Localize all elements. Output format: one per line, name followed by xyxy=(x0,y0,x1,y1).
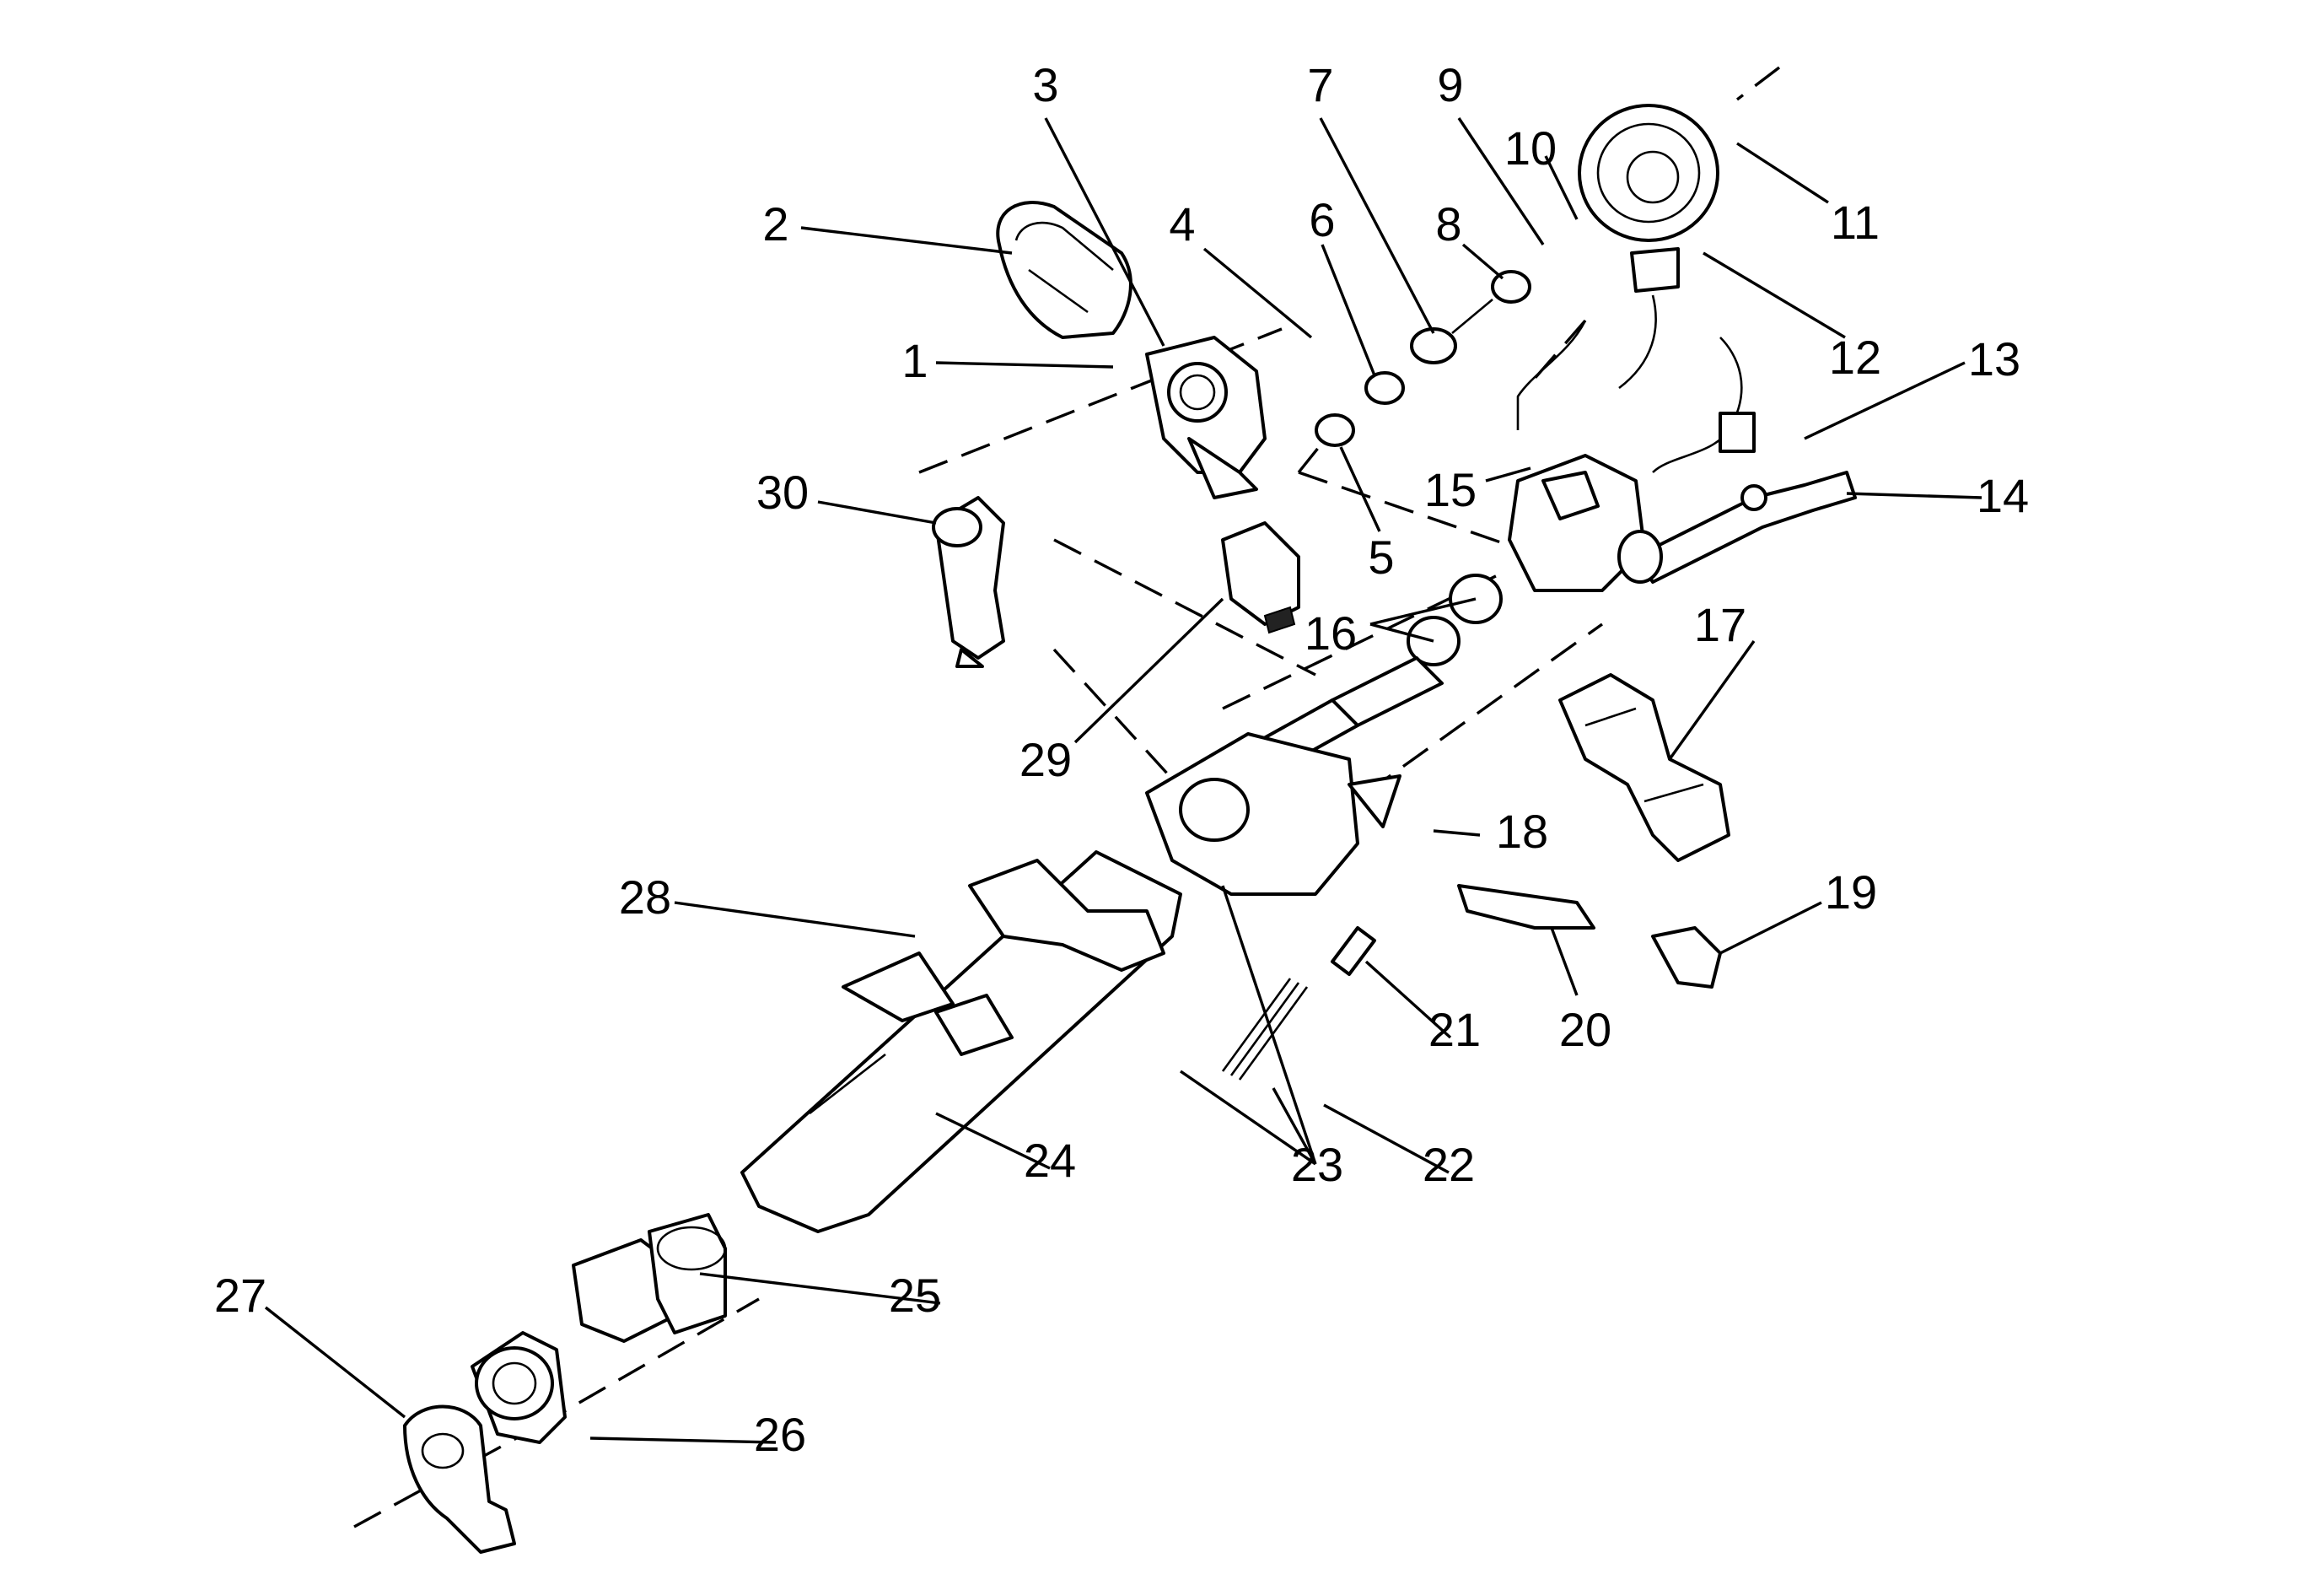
callout-15: 15 xyxy=(1424,463,1477,516)
callout-24: 24 xyxy=(1024,1134,1076,1187)
callout-30: 30 xyxy=(756,466,809,519)
leader-lines xyxy=(264,117,1982,1444)
callout-8: 8 xyxy=(1435,197,1461,251)
callout-4: 4 xyxy=(1169,197,1195,251)
callout-9: 9 xyxy=(1437,58,1463,111)
part-3-lock-housing xyxy=(1145,336,1267,499)
part-27-plate xyxy=(403,1404,516,1554)
part-26-ring xyxy=(471,1331,567,1444)
callout-labels: 1 2 3 4 5 6 7 8 9 10 11 12 13 14 15 16 1… xyxy=(214,58,2029,1461)
callout-6: 6 xyxy=(1309,193,1335,246)
part-21-23-spring xyxy=(1221,926,1376,1081)
callout-14: 14 xyxy=(1977,469,2029,522)
callout-7: 7 xyxy=(1307,58,1333,111)
callout-19: 19 xyxy=(1825,865,1877,919)
callout-28: 28 xyxy=(619,871,671,924)
callout-29: 29 xyxy=(1019,733,1072,786)
callout-23: 23 xyxy=(1291,1138,1343,1191)
part-24-column-jacket xyxy=(740,850,1182,1233)
part-17-bracket xyxy=(1558,673,1730,862)
callout-10: 10 xyxy=(1504,121,1557,175)
part-12-coil-assembly xyxy=(1516,104,1719,430)
callout-25: 25 xyxy=(889,1269,941,1322)
part-15-switch-assembly xyxy=(1508,454,1663,592)
part-25-boot xyxy=(572,1213,727,1343)
callout-2: 2 xyxy=(762,197,788,251)
callout-12: 12 xyxy=(1829,331,1881,384)
part-13-wire-harness xyxy=(1652,337,1756,473)
callout-3: 3 xyxy=(1032,58,1058,111)
part-column-housing xyxy=(1145,732,1401,896)
callout-27: 27 xyxy=(214,1269,266,1322)
part-column-shaft xyxy=(1255,656,1444,769)
callout-11: 11 xyxy=(1831,196,1880,249)
part-5-6-7-8-bearings xyxy=(1315,270,1531,447)
callout-1: 1 xyxy=(901,334,928,387)
part-19-20-lever xyxy=(1457,884,1722,989)
callout-22: 22 xyxy=(1423,1138,1475,1191)
callout-16: 16 xyxy=(1305,606,1357,660)
callout-21: 21 xyxy=(1428,1003,1481,1056)
part-16-washers xyxy=(1407,574,1503,666)
callout-18: 18 xyxy=(1496,805,1548,858)
callout-20: 20 xyxy=(1559,1003,1611,1056)
part-29-module xyxy=(1221,521,1300,634)
callout-17: 17 xyxy=(1694,598,1746,651)
callout-5: 5 xyxy=(1368,531,1394,584)
callout-26: 26 xyxy=(754,1408,806,1461)
part-2-shroud-cover xyxy=(996,201,1132,339)
part-14-turn-signal-lever xyxy=(1634,471,1857,584)
part-30-ignition-switch xyxy=(932,496,1005,668)
callout-13: 13 xyxy=(1968,332,2020,385)
